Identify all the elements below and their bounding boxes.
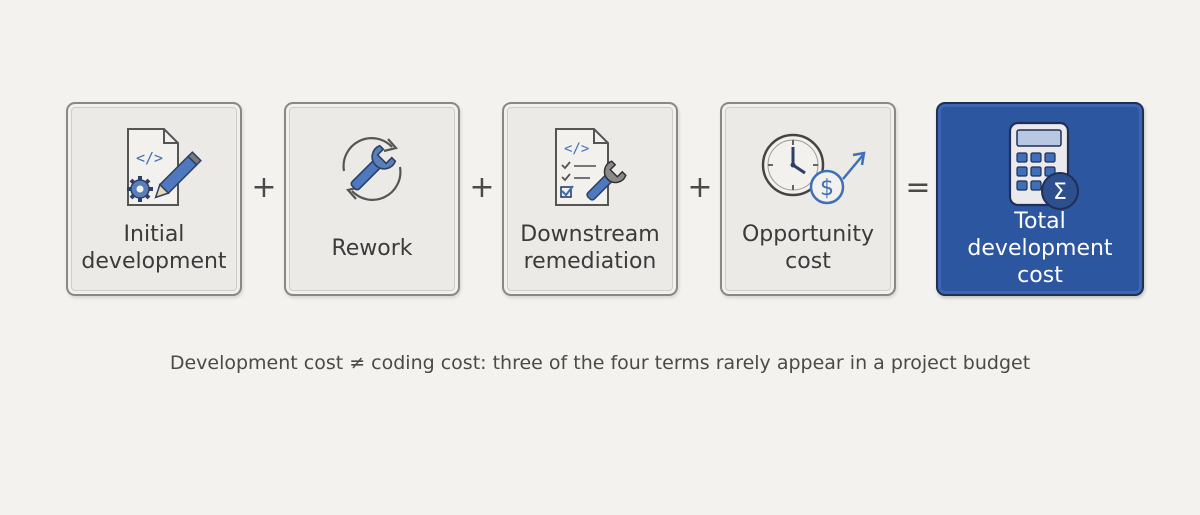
- initial-development-box: </> Initial develop: [66, 102, 242, 296]
- calculator-sigma-icon: Σ: [938, 114, 1142, 224]
- box-label: Initial development: [81, 222, 227, 274]
- wrench-cycle-icon: [286, 114, 458, 224]
- svg-text:Σ: Σ: [1053, 180, 1067, 205]
- box-label: Total development cost: [967, 208, 1113, 288]
- plus-operator: +: [251, 170, 277, 205]
- equation-row: </> Initial develop: [66, 102, 1146, 298]
- checklist-wrench-icon: </>: [504, 114, 676, 224]
- code-document-pencil-gear-icon: </>: [68, 114, 240, 224]
- rework-box: Rework: [284, 102, 460, 296]
- equals-operator: =: [905, 170, 931, 205]
- svg-text:$: $: [820, 176, 834, 201]
- opportunity-cost-box: $ Opportunity cost: [720, 102, 896, 296]
- svg-text:</>: </>: [136, 149, 163, 167]
- plus-operator: +: [469, 170, 495, 205]
- box-label: Rework: [331, 235, 413, 261]
- box-label: Downstream remediation: [520, 222, 660, 274]
- downstream-remediation-box: </> Downstream remediation: [502, 102, 678, 296]
- total-development-cost-box: Σ Total development cost: [936, 102, 1144, 296]
- caption: Development cost ≠ coding cost: three of…: [169, 352, 1031, 374]
- plus-operator: +: [687, 170, 713, 205]
- svg-text:</>: </>: [564, 141, 589, 157]
- clock-dollar-arrow-icon: $: [722, 114, 894, 224]
- box-label: Opportunity cost: [741, 222, 875, 274]
